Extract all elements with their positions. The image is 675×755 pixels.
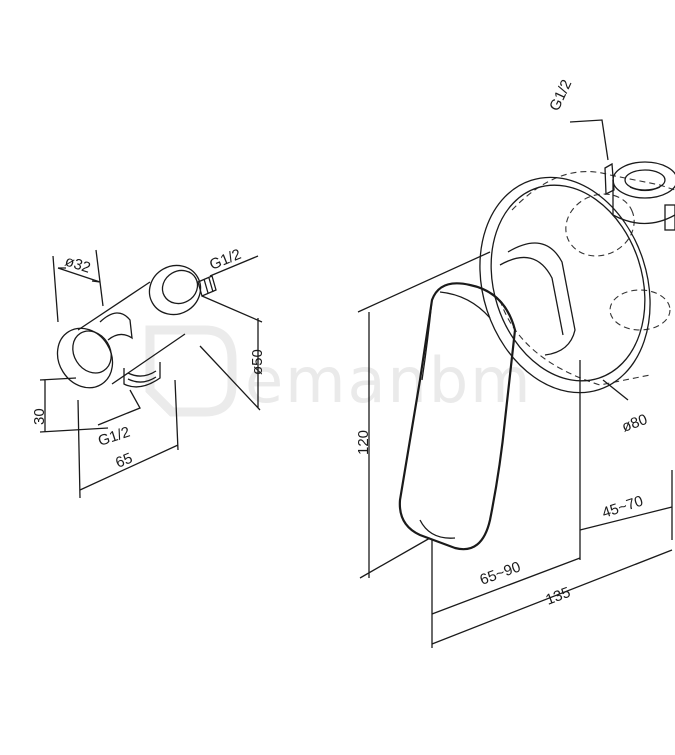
holder-thread-nub bbox=[197, 275, 217, 297]
dim-holder-dia32-lines bbox=[52, 249, 104, 323]
dim-holder-dia50: ø50 bbox=[249, 349, 266, 375]
dim-holder-dia50-lines bbox=[199, 295, 263, 411]
dim-mixer-height120-lines bbox=[357, 251, 491, 579]
dim-holder-height30-lines bbox=[39, 377, 109, 433]
holder-cradle bbox=[99, 312, 133, 341]
mixer-body bbox=[507, 242, 576, 356]
holder-bottom-thread bbox=[123, 362, 161, 388]
dim-holder-thread-bottom: G1/2 bbox=[96, 424, 132, 450]
dim-mixer-dia80: ø80 bbox=[620, 411, 650, 436]
dim-mixer-45-70: 45~70 bbox=[600, 493, 645, 522]
dim-mixer-thread-top: G1/2 bbox=[546, 77, 575, 114]
holder-flange-inner bbox=[161, 269, 199, 305]
dim-holder-length65: 65 bbox=[113, 450, 135, 472]
dim-holder-length65-lines bbox=[77, 379, 179, 499]
holder-drawing: ø32 ø50 G1/2 30 G1/2 65 bbox=[31, 246, 266, 499]
holder-cap bbox=[56, 327, 114, 389]
mixer-drawing: G1/2 ø80 120 45~70 65~90 135 bbox=[355, 77, 675, 648]
dim-mixer-45-70-line bbox=[579, 506, 673, 531]
dim-mixer-65-90-line bbox=[431, 557, 581, 615]
dim-mixer-135-line bbox=[431, 549, 673, 645]
holder-flange bbox=[148, 264, 202, 316]
dim-mixer-65-90: 65~90 bbox=[478, 558, 523, 588]
watermark-text: emanbm bbox=[245, 344, 533, 417]
watermark: emanbm bbox=[145, 325, 533, 417]
mixer-rosette bbox=[479, 176, 651, 394]
mixer-top-fitting bbox=[612, 161, 675, 199]
dim-holder-dia32: ø32 bbox=[63, 253, 93, 277]
dim-mixer-height120: 120 bbox=[355, 430, 372, 455]
dim-mixer-135: 135 bbox=[543, 584, 572, 609]
mixer-lever bbox=[398, 282, 517, 551]
dim-holder-height30: 30 bbox=[31, 408, 48, 425]
